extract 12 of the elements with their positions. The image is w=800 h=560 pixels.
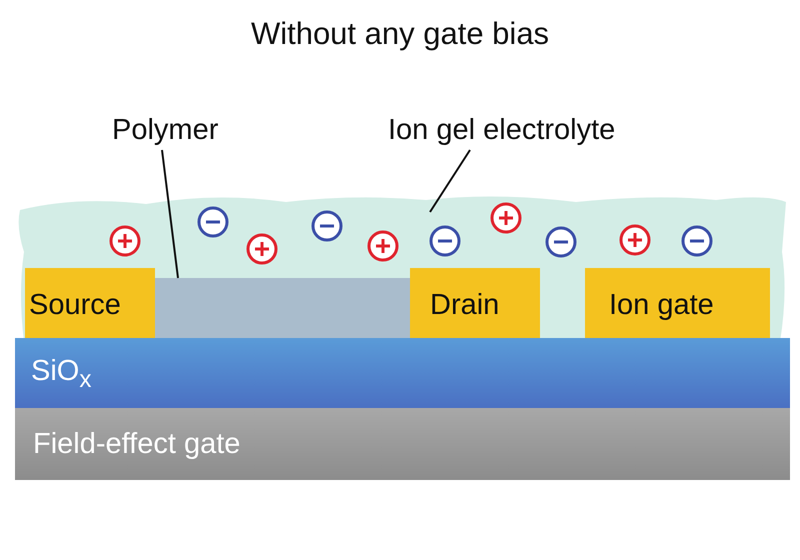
gate-layer [15,408,790,480]
diagram-title: Without any gate bias [250,16,550,52]
layer-label: Drain [430,288,500,322]
layer-label: Source [29,288,121,322]
layer-label: Field-effect gate [33,428,240,460]
part-label: Ion gel electrolyte [388,112,708,148]
leader-line [429,149,471,213]
layer-label: SiO$_{x}$ [31,354,92,394]
part-label: Polymer [112,112,262,148]
leader-line [161,150,179,278]
layer-label: Ion gate [609,288,714,322]
oxide-layer [15,338,790,410]
